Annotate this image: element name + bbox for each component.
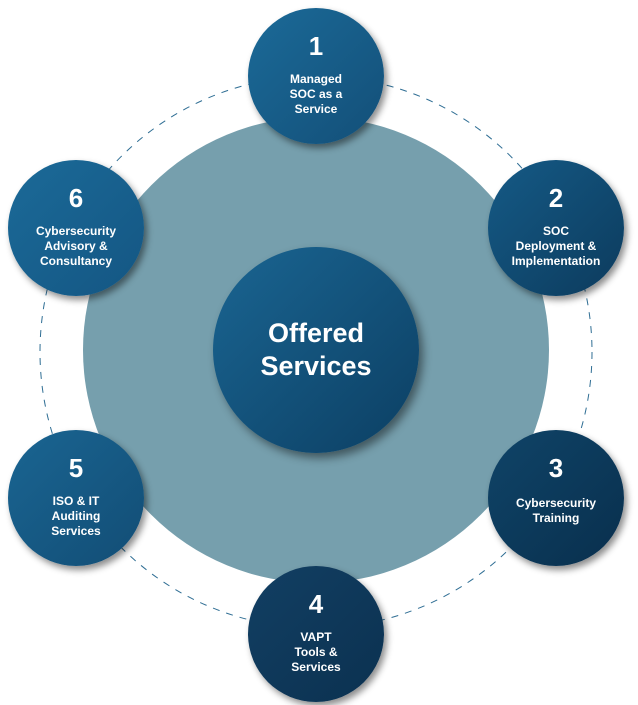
service-number: 4 (308, 589, 324, 619)
service-number: 1 (308, 31, 324, 61)
service-label: ISO & IT Auditing Services (51, 494, 101, 538)
service-label: Cybersecurity Advisory & Consultancy (35, 224, 117, 268)
service-node-6[interactable]: 6 Cybersecurity Advisory & Consultancy (8, 160, 144, 296)
dashed-ring (39, 75, 593, 629)
service-node-5[interactable]: 5 ISO & IT Auditing Services (8, 430, 144, 566)
service-node-4[interactable]: 4 VAPT Tools & Services (248, 566, 384, 702)
service-number: 5 (68, 453, 84, 483)
service-number: 3 (548, 453, 564, 483)
service-node-2[interactable]: 2 SOC Deployment & Implementation (488, 160, 624, 296)
center-hub: Offered Services (213, 247, 419, 453)
service-number: 6 (68, 183, 84, 213)
service-label: Managed SOC as a Service (289, 72, 343, 116)
service-number: 2 (548, 183, 564, 213)
service-node-1[interactable]: 1 Managed SOC as a Service (248, 8, 384, 144)
service-node-3[interactable]: 3 Cybersecurity Training (488, 430, 624, 566)
service-label: Cybersecurity Training (515, 496, 597, 525)
service-label: SOC Deployment & Implementation (511, 224, 601, 268)
center-title: Offered Services (260, 318, 372, 381)
service-label: VAPT Tools & Services (291, 630, 341, 674)
